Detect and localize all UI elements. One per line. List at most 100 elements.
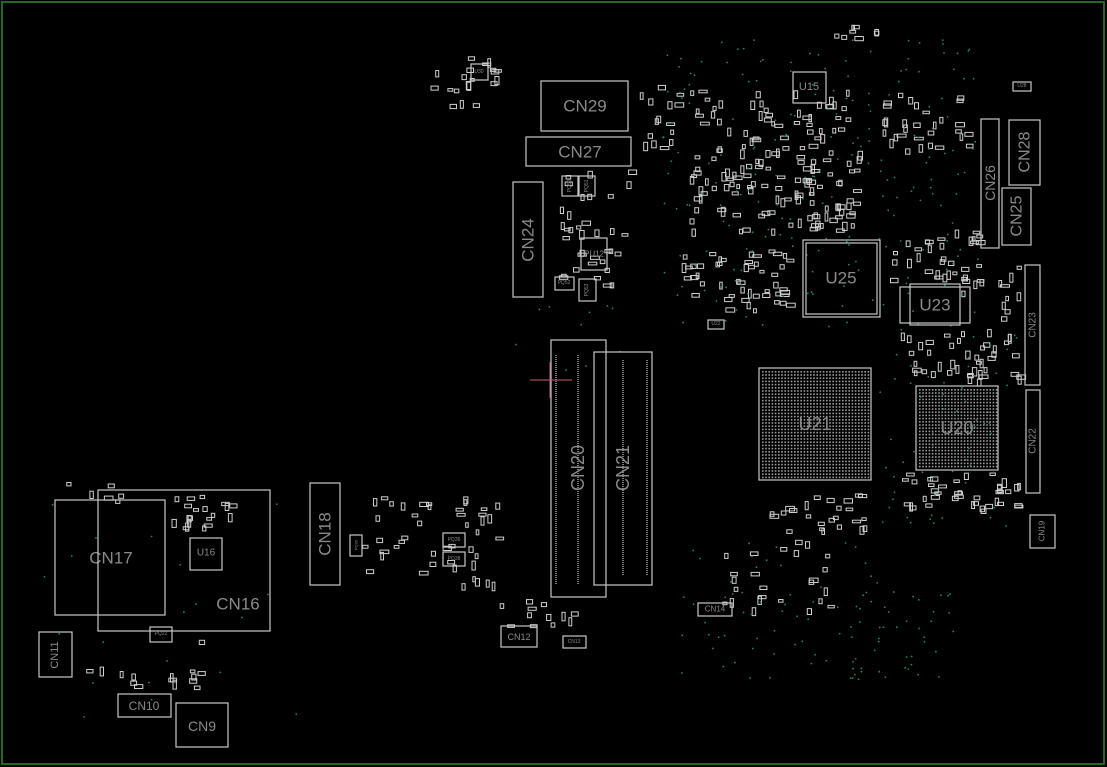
component-cn22[interactable]: CN22: [1025, 389, 1041, 494]
bga-ball: [762, 454, 764, 456]
component-cn18[interactable]: CN18: [309, 482, 341, 586]
component-cn21[interactable]: CN21: [593, 351, 653, 586]
component-u25[interactable]: U25: [802, 239, 881, 318]
smd-part: [861, 517, 867, 521]
bga-ball: [765, 377, 767, 379]
component-cn23[interactable]: CN23: [1024, 264, 1041, 386]
component-u21[interactable]: U21: [758, 367, 872, 481]
bga-ball: [995, 398, 998, 401]
bga-ball: [976, 430, 979, 433]
component-cn9[interactable]: CN9: [175, 702, 229, 748]
component-cn11[interactable]: CN11: [38, 631, 73, 678]
component-u16[interactable]: U16: [189, 537, 223, 571]
component-pq36[interactable]: PQ36: [442, 532, 466, 548]
component-cn12[interactable]: CN12: [500, 625, 538, 648]
bga-ball: [797, 409, 799, 411]
component-u28[interactable]: U28: [1012, 81, 1032, 92]
component-cn14[interactable]: CN14: [697, 602, 733, 617]
via-dot: [686, 203, 689, 206]
via-dot: [825, 659, 828, 662]
component-u20[interactable]: U20: [915, 385, 999, 471]
component-pq22[interactable]: PQ22: [149, 626, 173, 643]
bga-ball: [762, 444, 764, 447]
component-u23[interactable]: U23: [899, 283, 971, 326]
component-pq51[interactable]: PQ51: [578, 175, 596, 197]
smd-part: [997, 484, 1003, 494]
bga-ball: [967, 421, 969, 423]
component-cn16[interactable]: CN16: [97, 489, 271, 632]
via-dot: [989, 516, 992, 519]
via-dot: [963, 171, 966, 174]
component-cn28[interactable]: CN28: [1008, 119, 1041, 186]
component-pq52[interactable]: PQ52: [554, 276, 575, 291]
via-dot: [679, 91, 681, 94]
component-cn17[interactable]: CN17: [54, 499, 166, 616]
bga-ball: [822, 438, 825, 440]
component-cn26[interactable]: CN26: [980, 118, 1000, 249]
bga-ball: [813, 409, 815, 411]
bga-ball: [851, 441, 854, 443]
bga-ball: [976, 427, 979, 429]
component-pq38[interactable]: PQ38: [442, 551, 466, 567]
component-pu12[interactable]: PU12: [580, 237, 608, 271]
component-cn29[interactable]: CN29: [540, 80, 629, 132]
via-dot: [58, 632, 61, 635]
bga-ball: [954, 405, 956, 407]
bga-ball: [858, 431, 860, 434]
bga-ball: [979, 440, 982, 442]
bga-ball: [800, 435, 802, 437]
bga-ball: [797, 463, 799, 466]
via-dot: [726, 61, 728, 64]
bga-ball: [854, 425, 857, 427]
bga-ball: [813, 393, 815, 395]
component-u15[interactable]: U15: [792, 71, 827, 104]
via-dot: [830, 136, 833, 138]
component-u30[interactable]: U30: [470, 63, 489, 81]
smd-part: [456, 512, 466, 517]
bga-ball: [835, 415, 838, 418]
smd-part: [906, 335, 912, 344]
bga-ball: [861, 383, 863, 386]
smd-part: [779, 264, 785, 270]
component-cn27[interactable]: CN27: [525, 136, 632, 167]
bga-ball: [925, 414, 927, 417]
component-cn24[interactable]: CN24: [512, 181, 544, 298]
via-dot: [723, 634, 726, 637]
bga-ball: [794, 419, 796, 421]
bga-ball: [794, 399, 796, 402]
smd-part: [914, 102, 919, 110]
via-dot: [952, 630, 955, 633]
component-u22[interactable]: U22: [707, 319, 725, 330]
component-pq50[interactable]: PQ50: [561, 175, 579, 197]
via-dot: [683, 88, 686, 90]
component-cn20[interactable]: CN20: [550, 339, 607, 598]
bga-ball: [995, 401, 998, 404]
bga-ball: [967, 449, 969, 452]
bga-ball: [992, 389, 995, 391]
bga-ball: [781, 387, 783, 389]
component-cn10[interactable]: CN10: [117, 693, 172, 718]
smd-part: [786, 529, 793, 534]
via-dot: [183, 611, 185, 614]
bga-ball: [787, 422, 790, 424]
bga-ball: [944, 443, 947, 445]
bga-ball: [845, 396, 847, 399]
smd-part: [813, 212, 819, 219]
bga-ball: [979, 459, 982, 461]
bga-ball: [941, 437, 943, 439]
component-cn13[interactable]: CN13: [562, 635, 587, 649]
bga-ball: [829, 377, 831, 379]
bga-ball: [765, 447, 767, 450]
smd-part: [767, 210, 776, 215]
bga-ball: [947, 392, 950, 394]
component-pq35[interactable]: PQ35: [349, 534, 363, 557]
component-cn19[interactable]: CN19: [1029, 514, 1056, 549]
component-pq53[interactable]: PQ53: [578, 278, 597, 302]
bga-ball: [790, 441, 793, 443]
bga-ball: [813, 406, 815, 408]
bga-ball: [922, 453, 924, 455]
bga-ball: [778, 470, 780, 472]
smd-part: [903, 502, 911, 507]
component-cn25[interactable]: CN25: [1001, 187, 1032, 246]
